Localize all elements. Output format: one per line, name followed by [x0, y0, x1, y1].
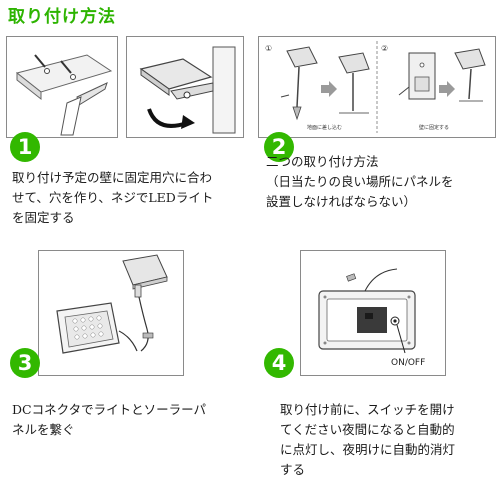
step-4-line-4: する	[280, 462, 306, 477]
step-2-line-2: （日当たりの良い場所にパネルを	[266, 174, 454, 189]
switch-label: ON/OFF	[391, 358, 425, 368]
step-4-badge: 4	[264, 348, 294, 378]
step-1-text: 取り付け予定の壁に固定用穴に合わ せて、穴を作り、ネジでLEDライト を固定する	[12, 168, 248, 228]
step1-illustration	[6, 36, 118, 138]
step-4-line-1: 取り付け前に、スイッチを開け	[280, 402, 455, 417]
page-title: 取り付け方法	[8, 7, 116, 27]
step-4-text: 取り付け前に、スイッチを開け てください夜間になると自動的 に点灯し、夜明けに自…	[280, 400, 494, 480]
step-2-text: 二つの取り付け方法 （日当たりの良い場所にパネルを 設置しなければならない）	[266, 152, 496, 212]
step-3-line-1: DCコネクタでライトとソーラーパ	[12, 402, 206, 417]
method1-marker: ①	[265, 44, 272, 53]
caption-ground: 地面に差し込む	[307, 124, 342, 131]
step3-illustration	[38, 250, 184, 376]
step-1-line-1: 取り付け予定の壁に固定用穴に合わ	[12, 170, 213, 185]
caption-wall: 壁に固定する	[419, 124, 449, 131]
step-3-line-2: ネルを繋ぐ	[12, 422, 75, 437]
step-2-line-3: 設置しなければならない）	[266, 194, 417, 209]
step-4-line-3: に点灯し、夜明けに自動的消灯	[280, 442, 456, 457]
method2-marker: ②	[381, 44, 388, 53]
step-1-line-2: せて、穴を作り、ネジでLEDライト	[12, 190, 214, 205]
step-3-text: DCコネクタでライトとソーラーパ ネルを繋ぐ	[12, 400, 248, 440]
step2-illustration: ① ② 地面に差し込む 壁に固定する	[258, 36, 496, 138]
step-2-line-1: 二つの取り付け方法	[266, 154, 379, 169]
step-1-line-3: を固定する	[12, 210, 75, 225]
step1-rotation-illustration	[126, 36, 244, 138]
step-2-badge: 2	[264, 132, 294, 162]
step-4-line-2: てください夜間になると自動的	[280, 422, 455, 437]
step-3-badge: 3	[10, 348, 40, 378]
step4-illustration: ON/OFF	[300, 250, 446, 376]
step-1-badge: 1	[10, 132, 40, 162]
